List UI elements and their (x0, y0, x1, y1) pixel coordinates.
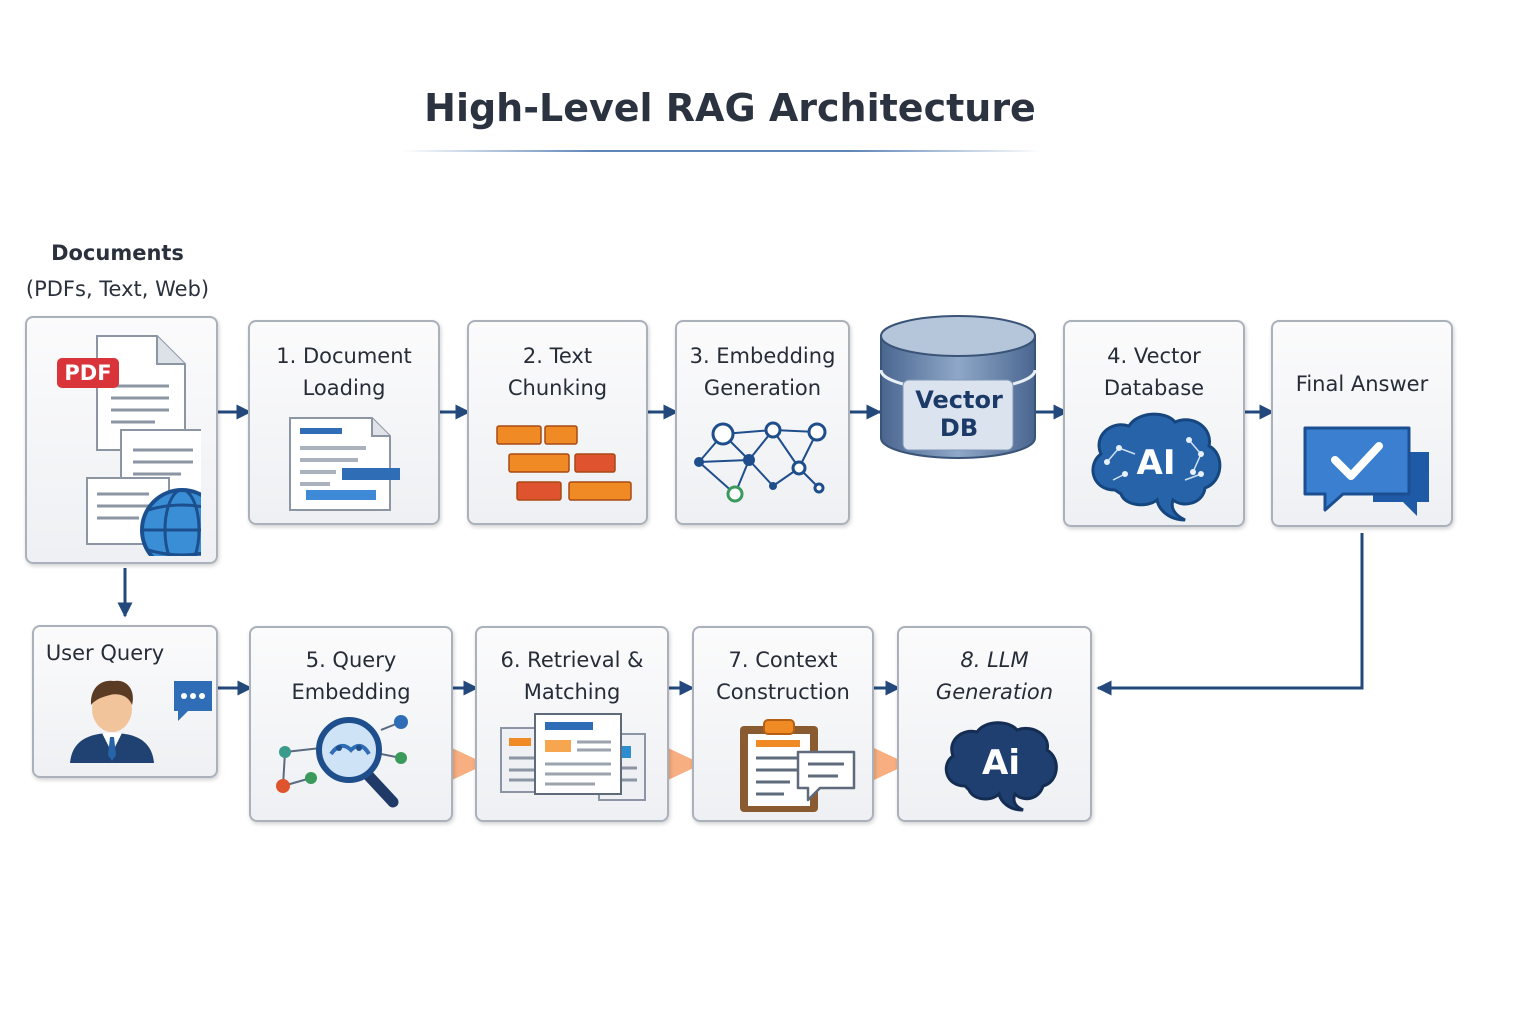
vector-db-label: Vector DB (915, 386, 1003, 442)
step-vector-database: 4. Vector Database AI (1063, 320, 1245, 527)
step-text-chunking: 2. Text Chunking (467, 320, 648, 525)
step-label: 1. Document Loading (276, 344, 412, 400)
answer-chat-check-icon (1303, 426, 1429, 516)
clipboard-context-icon (740, 719, 856, 812)
arrow-answer-to-llm (1096, 533, 1364, 696)
step-label: 5. Query Embedding (291, 648, 411, 704)
final-answer-label: Final Answer (1295, 372, 1429, 396)
orange-flow-marker (668, 748, 702, 780)
step-label: 7. Context Construction (716, 648, 850, 704)
step-retrieval-matching: 6. Retrieval & Matching (475, 626, 669, 822)
documents-title: Documents (51, 241, 184, 265)
step-label: 8. LLM Generation (935, 648, 1054, 704)
documents-icon (86, 335, 201, 556)
vector-db-cylinder-icon (879, 315, 1037, 459)
documents-box: PDF (25, 316, 218, 564)
chunks-icon (496, 425, 632, 501)
title-underline (402, 150, 1042, 152)
step-embedding-generation: 3. Embedding Generation (675, 320, 850, 525)
pdf-badge: PDF (57, 358, 119, 388)
user-avatar-icon (70, 680, 212, 763)
step-label: 3. Embedding Generation (689, 344, 836, 400)
magnifier-search-icon (276, 715, 408, 808)
orange-flow-marker (874, 748, 908, 780)
final-answer-box: Final Answer (1271, 320, 1453, 527)
page-title: High-Level RAG Architecture (424, 86, 1036, 130)
step-label: 2. Text Chunking (507, 344, 608, 400)
retrieved-documents-icon (500, 713, 646, 801)
document-icon (289, 417, 400, 511)
step-label: 4. Vector Database (1103, 344, 1205, 400)
ai-brain-icon: AI (1091, 412, 1222, 522)
ai-brain-icon: Ai (944, 721, 1058, 812)
documents-label: Documents (PDFs, Text, Web) (10, 235, 225, 307)
step-query-embedding: 5. Query Embedding (249, 626, 453, 822)
step-document-loading: 1. Document Loading (248, 320, 440, 525)
network-graph-icon (694, 421, 827, 503)
orange-flow-marker (452, 748, 486, 780)
step-llm-generation: 8. LLM Generation Ai (897, 626, 1092, 822)
user-query-label: User Query (45, 641, 165, 665)
ai-brain-text: Ai (982, 743, 1020, 783)
ai-brain-text: AI (1137, 443, 1176, 483)
step-label: 6. Retrieval & Matching (500, 648, 644, 704)
step-context-construction: 7. Context Construction (692, 626, 874, 822)
user-query-box: User Query (32, 625, 218, 778)
documents-subtitle: (PDFs, Text, Web) (25, 277, 210, 301)
